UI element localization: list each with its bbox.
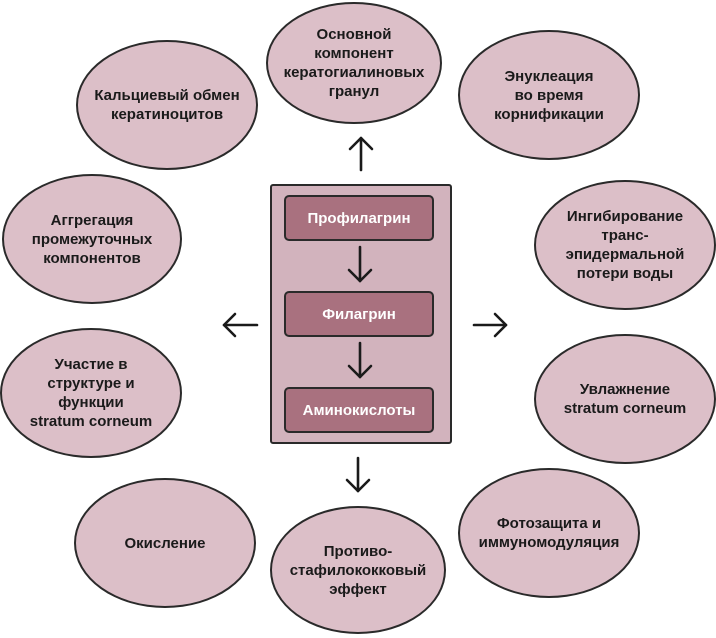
function-ellipse-calcium: Кальциевый обмен кератиноцитов bbox=[76, 40, 258, 170]
arrow-left-icon bbox=[222, 312, 259, 338]
function-label: Ингибирование транс- эпидермальной потер… bbox=[565, 208, 685, 282]
function-ellipse-hydration: Увлажнение stratum corneum bbox=[534, 334, 716, 464]
function-ellipse-structure: Участие в структуре и функции stratum co… bbox=[0, 328, 182, 458]
arrow-down-icon bbox=[347, 245, 373, 283]
function-ellipse-granules: Основной компонент кератогиалиновых гран… bbox=[266, 2, 442, 124]
step-label: Аминокислоты bbox=[302, 401, 416, 419]
function-ellipse-enucleation: Энуклеация во время корнификации bbox=[458, 30, 640, 160]
step-profilaggrin: Профилагрин bbox=[284, 195, 434, 241]
function-label: Увлажнение stratum corneum bbox=[563, 381, 687, 417]
function-label: Противо- стафилококковый эффект bbox=[289, 542, 427, 598]
function-ellipse-tewl: Ингибирование транс- эпидермальной потер… bbox=[534, 180, 716, 310]
function-label: Окисление bbox=[124, 534, 206, 552]
function-ellipse-oxidation: Окисление bbox=[74, 478, 256, 608]
function-label: Энуклеация во время корнификации bbox=[494, 67, 604, 123]
step-filaggrin: Филагрин bbox=[284, 291, 434, 337]
step-amino-acids: Аминокислоты bbox=[284, 387, 434, 433]
arrow-right-icon bbox=[472, 312, 508, 338]
function-ellipse-photo: Фотозащита и иммуномодуляция bbox=[458, 468, 640, 598]
arrow-up-icon bbox=[348, 136, 374, 172]
function-ellipse-aggregation: Аггрегация промежуточных компонентов bbox=[2, 174, 182, 304]
step-label: Профилагрин bbox=[307, 209, 411, 227]
function-label: Аггрегация промежуточных компонентов bbox=[31, 211, 153, 267]
function-ellipse-antistaph: Противо- стафилококковый эффект bbox=[270, 506, 446, 634]
function-label: Основной компонент кератогиалиновых гран… bbox=[283, 26, 425, 100]
arrow-down-icon bbox=[347, 341, 373, 379]
function-label: Кальциевый обмен кератиноцитов bbox=[94, 87, 240, 123]
function-label: Участие в структуре и функции stratum co… bbox=[29, 356, 153, 430]
function-label: Фотозащита и иммуномодуляция bbox=[478, 515, 620, 551]
arrow-down-icon bbox=[345, 456, 371, 493]
step-label: Филагрин bbox=[322, 305, 396, 323]
